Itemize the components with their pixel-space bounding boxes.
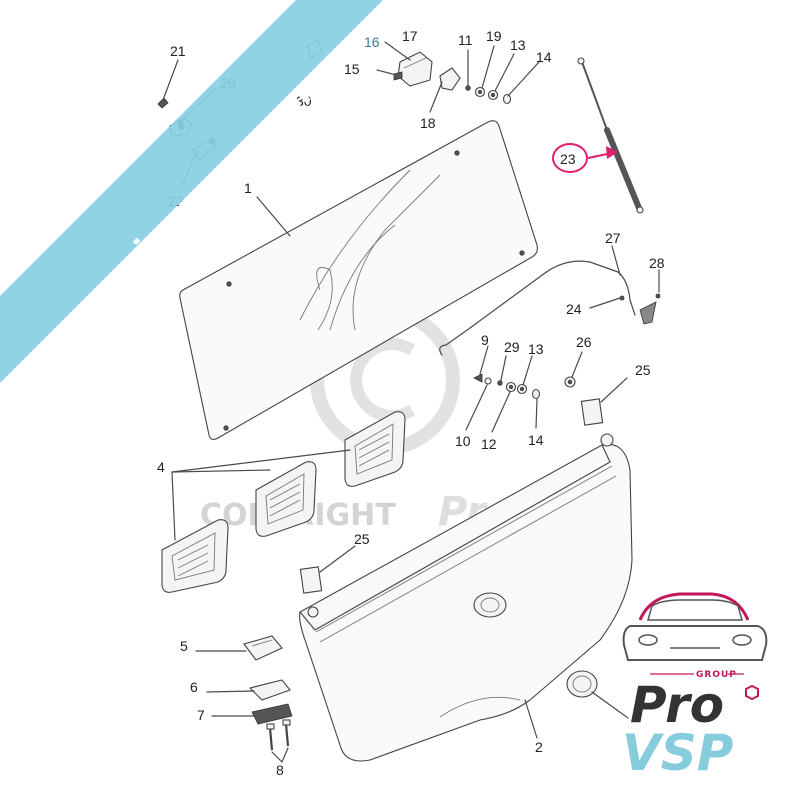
callout-14-mid: 14 <box>528 432 544 448</box>
round-cap <box>566 670 598 698</box>
callout-1: 1 <box>244 180 252 196</box>
part-27-cable <box>439 260 661 356</box>
logo-vsp-text: VSP <box>622 724 733 782</box>
callout-25-bottom: 25 <box>354 531 370 547</box>
callout-19: 19 <box>486 28 502 44</box>
provsp-logo: GROUP Pro VSP <box>622 592 768 782</box>
callout-10: 10 <box>455 433 471 449</box>
callout-11: 11 <box>458 32 473 48</box>
logo-pro-text: Pro <box>630 676 724 734</box>
callout-16: 16 <box>364 34 380 50</box>
callout-27: 27 <box>605 230 621 246</box>
part-18-plate <box>439 67 461 91</box>
callout-labels: 21 20 22 1 30 16 17 15 18 11 19 13 14 23… <box>157 28 665 778</box>
highlight-callout-23: 23 <box>552 143 618 173</box>
car-front-icon <box>622 592 768 661</box>
callout-18: 18 <box>420 115 436 131</box>
part-25-sticker-bottom <box>299 566 323 594</box>
part-23-gas-strut <box>577 57 644 214</box>
part-6-latch <box>248 679 291 701</box>
callout-17: 17 <box>402 28 418 44</box>
part-5-bracket <box>243 635 283 661</box>
washers-9-10-29-12-13-14 <box>473 373 541 400</box>
callout-4: 4 <box>157 459 165 475</box>
callout-8: 8 <box>276 762 284 778</box>
callout-9: 9 <box>481 332 489 348</box>
callout-15: 15 <box>344 61 360 77</box>
callout-26: 26 <box>576 334 592 350</box>
washers-11-19-13-14 <box>465 85 512 105</box>
callout-21: 21 <box>170 43 186 59</box>
callout-29: 29 <box>504 339 520 355</box>
callout-7: 7 <box>197 707 205 723</box>
callout-28: 28 <box>649 255 665 271</box>
callout-30: 30 <box>296 93 312 109</box>
part-4-handle-trims <box>161 411 406 593</box>
part-21-clip <box>157 97 169 109</box>
callout-23: 23 <box>560 151 576 167</box>
part-2-tailgate <box>299 433 633 762</box>
callout-6: 6 <box>190 679 198 695</box>
callout-5: 5 <box>180 638 188 654</box>
part-25-sticker-top <box>580 398 604 426</box>
callout-24: 24 <box>566 301 582 317</box>
callout-25-top: 25 <box>635 362 651 378</box>
callout-2: 2 <box>535 739 543 755</box>
part-1-rear-window <box>179 120 538 441</box>
part-15-bolt <box>393 71 403 81</box>
callout-12: 12 <box>481 436 497 452</box>
callout-13-mid: 13 <box>528 341 544 357</box>
part-26-washer <box>564 376 576 388</box>
leader-lines <box>162 41 660 763</box>
part-7-lock <box>251 703 293 725</box>
part-16-17-hinge <box>397 51 433 87</box>
logo-group-text: GROUP <box>696 670 737 680</box>
callout-13-top: 13 <box>510 37 526 53</box>
callout-14-top: 14 <box>536 49 552 65</box>
part-8-screws <box>266 719 291 751</box>
